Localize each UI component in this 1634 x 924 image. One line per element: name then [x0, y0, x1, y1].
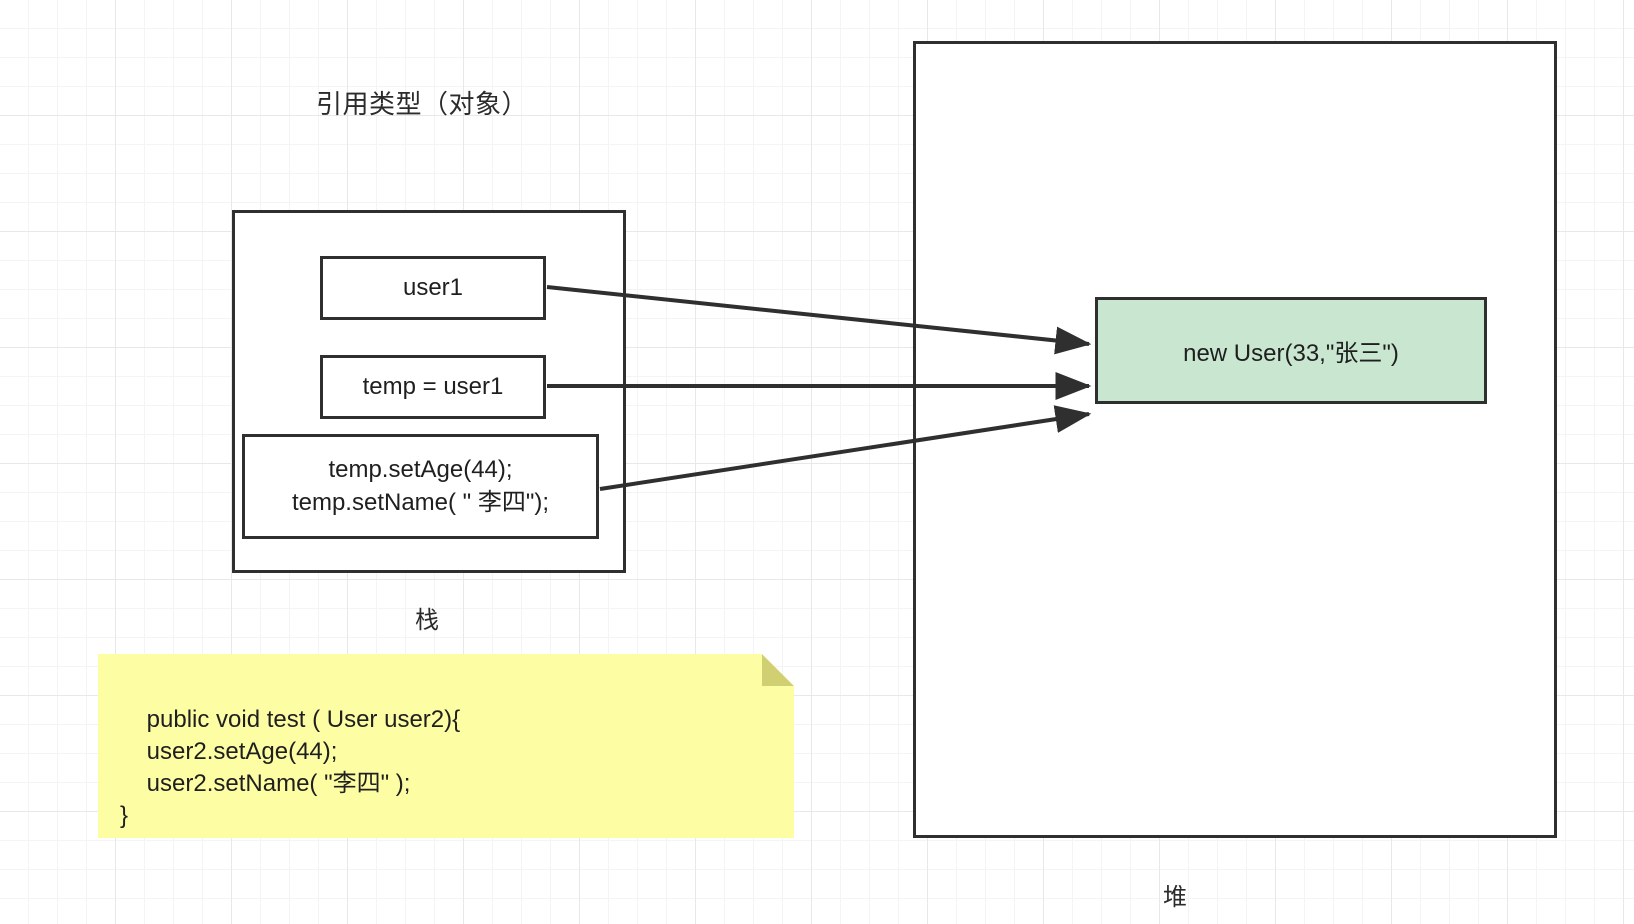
note-folded-corner-icon	[762, 654, 794, 686]
stack-variable-user1[interactable]: user1	[320, 256, 546, 320]
page-title: 引用类型（对象）	[315, 89, 528, 119]
stack-variable-temp[interactable]: temp = user1	[320, 355, 546, 419]
heap-region-label: 堆	[1163, 884, 1187, 911]
code-note-text: public void test ( User user2){ user2.se…	[120, 705, 461, 829]
heap-object-new-user[interactable]: new User(33,"张三")	[1095, 297, 1487, 404]
stack-region-label: 栈	[415, 607, 439, 634]
heap-region	[913, 41, 1557, 838]
code-sticky-note[interactable]: public void test ( User user2){ user2.se…	[98, 654, 794, 838]
setter-line-1: temp.setAge(44);	[328, 456, 513, 484]
stack-statement-setters[interactable]: temp.setAge(44); temp.setName( " 李四");	[242, 434, 599, 539]
setter-line-2: temp.setName( " 李四");	[291, 488, 550, 516]
